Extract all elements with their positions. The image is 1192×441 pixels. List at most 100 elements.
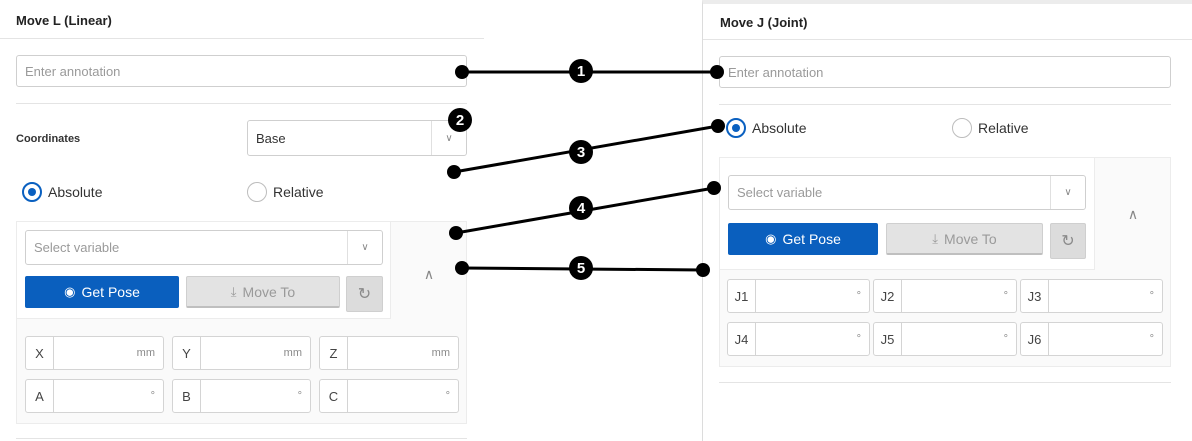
z-input[interactable]: [348, 337, 432, 369]
j1-field[interactable]: J1 °: [727, 279, 870, 313]
coordinates-value: Base: [256, 130, 286, 146]
j3-field[interactable]: J3 °: [1020, 279, 1163, 313]
field-label: X: [26, 337, 54, 369]
j6-field[interactable]: J6 °: [1020, 322, 1163, 356]
x-field[interactable]: X mm: [25, 336, 164, 370]
field-label: J6: [1021, 323, 1049, 355]
relative-radio[interactable]: Relative: [952, 118, 1029, 138]
field-unit: °: [297, 390, 302, 402]
absolute-label: Absolute: [48, 184, 103, 200]
connector-line-3: [453, 124, 719, 174]
callout-number-3: 3: [577, 144, 585, 161]
coordinates-label: Coordinates: [16, 133, 81, 145]
connector-line-4: [455, 186, 715, 235]
b-field[interactable]: B °: [172, 379, 311, 413]
refresh-button[interactable]: ↻: [346, 276, 383, 312]
field-unit: mm: [283, 347, 302, 359]
divider: [16, 103, 467, 104]
a-field[interactable]: A °: [25, 379, 164, 413]
radio-circle: [952, 118, 972, 138]
field-label: J3: [1021, 280, 1049, 312]
get-pose-button[interactable]: ◉ Get Pose: [25, 276, 179, 308]
divider: [16, 438, 467, 439]
field-label: B: [173, 380, 201, 412]
j4-input[interactable]: [756, 323, 857, 355]
move-l-panel: Move L (Linear) Coordinates Base ∨ Absol…: [0, 0, 484, 441]
chevron-up-icon[interactable]: ∧: [423, 265, 435, 282]
chevron-up-icon[interactable]: ∧: [1127, 205, 1139, 222]
field-unit: °: [1149, 290, 1154, 302]
get-pose-label: Get Pose: [81, 284, 140, 300]
radio-circle: [726, 118, 746, 138]
variable-select[interactable]: Select variable ∨: [728, 175, 1086, 210]
annotation-input[interactable]: [719, 56, 1171, 88]
z-field[interactable]: Z mm: [319, 336, 459, 370]
arrow-down-icon: ⤓: [230, 283, 237, 299]
coordinates-select[interactable]: Base ∨: [247, 120, 467, 156]
field-label: Y: [173, 337, 201, 369]
absolute-radio[interactable]: Absolute: [726, 118, 806, 138]
connector-line-5: [461, 266, 704, 272]
field-unit: °: [1149, 333, 1154, 345]
select-divider: [1050, 176, 1051, 209]
callout-number-5: 5: [577, 260, 585, 277]
target-icon: ◉: [765, 231, 777, 246]
callout-badge-3: [569, 140, 593, 164]
move-to-button[interactable]: ⤓ Move To: [886, 223, 1043, 255]
move-to-label: Move To: [242, 283, 296, 300]
relative-label: Relative: [978, 120, 1029, 136]
callout-badge-5: [569, 256, 593, 280]
radio-circle: [247, 182, 267, 202]
variable-select[interactable]: Select variable ∨: [25, 230, 383, 265]
j3-input[interactable]: [1049, 280, 1150, 312]
field-label: J4: [728, 323, 756, 355]
divider: [719, 382, 1171, 383]
field-unit: °: [150, 390, 155, 402]
y-input[interactable]: [201, 337, 284, 369]
y-field[interactable]: Y mm: [172, 336, 311, 370]
move-to-button[interactable]: ⤓ Move To: [186, 276, 340, 308]
select-divider: [347, 231, 348, 264]
x-input[interactable]: [54, 337, 137, 369]
field-unit: °: [856, 290, 861, 302]
field-unit: mm: [431, 347, 450, 359]
variable-placeholder: Select variable: [34, 240, 120, 255]
b-input[interactable]: [201, 380, 298, 412]
a-input[interactable]: [54, 380, 151, 412]
field-label: J1: [728, 280, 756, 312]
j1-input[interactable]: [756, 280, 857, 312]
get-pose-label: Get Pose: [782, 231, 841, 247]
divider: [0, 38, 484, 39]
j5-field[interactable]: J5 °: [873, 322, 1017, 356]
field-label: A: [26, 380, 54, 412]
j2-input[interactable]: [902, 280, 1004, 312]
move-to-label: Move To: [944, 230, 997, 247]
c-field[interactable]: C °: [319, 379, 459, 413]
j5-input[interactable]: [902, 323, 1004, 355]
j6-input[interactable]: [1049, 323, 1150, 355]
field-label: J5: [874, 323, 902, 355]
absolute-label: Absolute: [752, 120, 807, 136]
divider: [719, 104, 1171, 105]
refresh-icon: ↻: [357, 286, 372, 303]
refresh-icon: ↻: [1061, 233, 1075, 250]
panel-title: Move J (Joint): [720, 15, 808, 30]
arrow-down-icon: ⤓: [932, 230, 939, 246]
get-pose-button[interactable]: ◉ Get Pose: [728, 223, 878, 255]
field-label: C: [320, 380, 348, 412]
callout-number-4: 4: [577, 200, 586, 217]
variable-placeholder: Select variable: [737, 185, 823, 200]
radio-circle: [22, 182, 42, 202]
relative-radio[interactable]: Relative: [247, 182, 324, 202]
field-unit: mm: [136, 347, 155, 359]
annotation-input[interactable]: [16, 55, 467, 87]
refresh-button[interactable]: ↻: [1050, 223, 1086, 259]
j4-field[interactable]: J4 °: [727, 322, 870, 356]
callout-badge-1: [569, 59, 593, 83]
absolute-radio[interactable]: Absolute: [22, 182, 102, 202]
field-unit: °: [445, 390, 450, 402]
chevron-down-icon: ∨: [1064, 187, 1072, 198]
relative-label: Relative: [273, 184, 324, 200]
j2-field[interactable]: J2 °: [873, 279, 1017, 313]
c-input[interactable]: [348, 380, 446, 412]
